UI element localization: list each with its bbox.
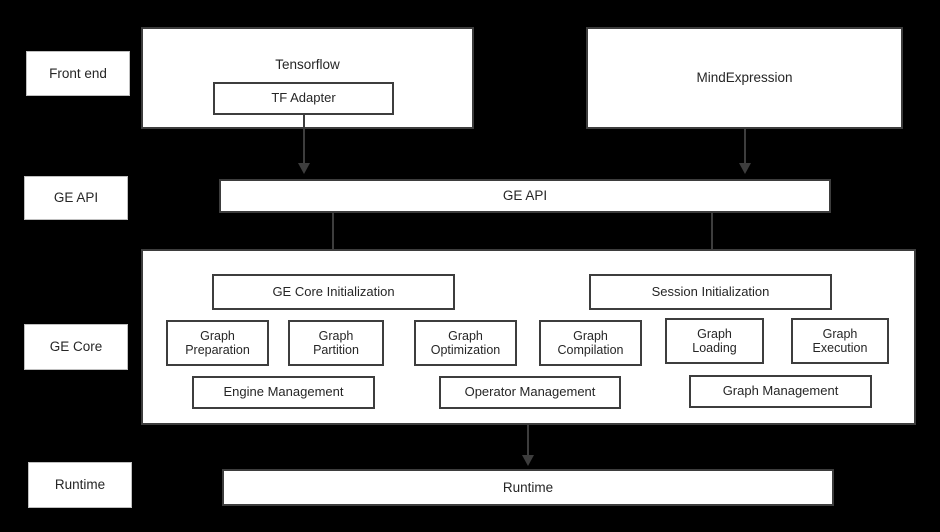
- session-initialization-box[interactable]: Session Initialization: [589, 274, 832, 310]
- connector-ge-api-to-ge-core-init: [332, 213, 334, 261]
- connector-ge-core-to-runtime: [527, 425, 529, 458]
- ge-api-bar[interactable]: GE API: [219, 179, 831, 213]
- runtime-bar-label: Runtime: [502, 479, 554, 495]
- mindexpression-container: MindExpression: [586, 27, 903, 129]
- graph-preparation-label: Graph Preparation: [185, 328, 250, 357]
- layer-label-runtime-text: Runtime: [54, 477, 106, 493]
- session-initialization-label: Session Initialization: [651, 283, 770, 299]
- connector-mindexpression-to-ge-api: [744, 129, 746, 167]
- tensorflow-label: Tensorflow: [275, 57, 340, 72]
- layer-label-ge-core-text: GE Core: [49, 339, 103, 355]
- graph-loading-box[interactable]: Graph Loading: [665, 318, 764, 364]
- runtime-bar[interactable]: Runtime: [222, 469, 834, 506]
- layer-label-ge-api: GE API: [24, 176, 128, 220]
- graph-preparation-box[interactable]: Graph Preparation: [166, 320, 269, 366]
- graph-compilation-label: Graph Compilation: [557, 328, 624, 357]
- engine-management-label: Engine Management: [223, 384, 344, 400]
- connector-ge-api-to-session-init: [711, 213, 713, 261]
- graph-management-box[interactable]: Graph Management: [689, 375, 872, 408]
- arrowhead-tf-adapter-to-ge-api: [298, 163, 310, 174]
- operator-management-box[interactable]: Operator Management: [439, 376, 621, 409]
- mindexpression-label: MindExpression: [696, 70, 793, 86]
- layer-label-front-end: Front end: [26, 51, 130, 96]
- graph-execution-box[interactable]: Graph Execution: [791, 318, 889, 364]
- graph-partition-label: Graph Partition: [313, 328, 359, 357]
- tf-adapter-box[interactable]: TF Adapter: [213, 82, 394, 115]
- graph-partition-box[interactable]: Graph Partition: [288, 320, 384, 366]
- graph-optimization-box[interactable]: Graph Optimization: [414, 320, 517, 366]
- layer-label-ge-core: GE Core: [24, 324, 128, 370]
- tf-adapter-label: TF Adapter: [271, 90, 336, 106]
- layer-label-runtime: Runtime: [28, 462, 132, 508]
- ge-core-initialization-label: GE Core Initialization: [272, 283, 395, 299]
- arrowhead-mindexpression-to-ge-api: [739, 163, 751, 174]
- graph-execution-label: Graph Execution: [812, 326, 868, 355]
- ge-api-bar-label: GE API: [502, 188, 548, 204]
- layer-label-front-end-text: Front end: [49, 65, 107, 81]
- arrowhead-ge-core-to-runtime: [522, 455, 534, 466]
- engine-management-box[interactable]: Engine Management: [192, 376, 375, 409]
- graph-optimization-label: Graph Optimization: [430, 328, 501, 357]
- operator-management-label: Operator Management: [464, 384, 596, 400]
- graph-management-label: Graph Management: [722, 383, 839, 399]
- connector-tf-adapter-to-ge-api: [303, 115, 305, 167]
- ge-core-initialization-box[interactable]: GE Core Initialization: [212, 274, 455, 310]
- layer-label-ge-api-text: GE API: [53, 190, 99, 206]
- graph-compilation-box[interactable]: Graph Compilation: [539, 320, 642, 366]
- graph-loading-label: Graph Loading: [692, 326, 737, 355]
